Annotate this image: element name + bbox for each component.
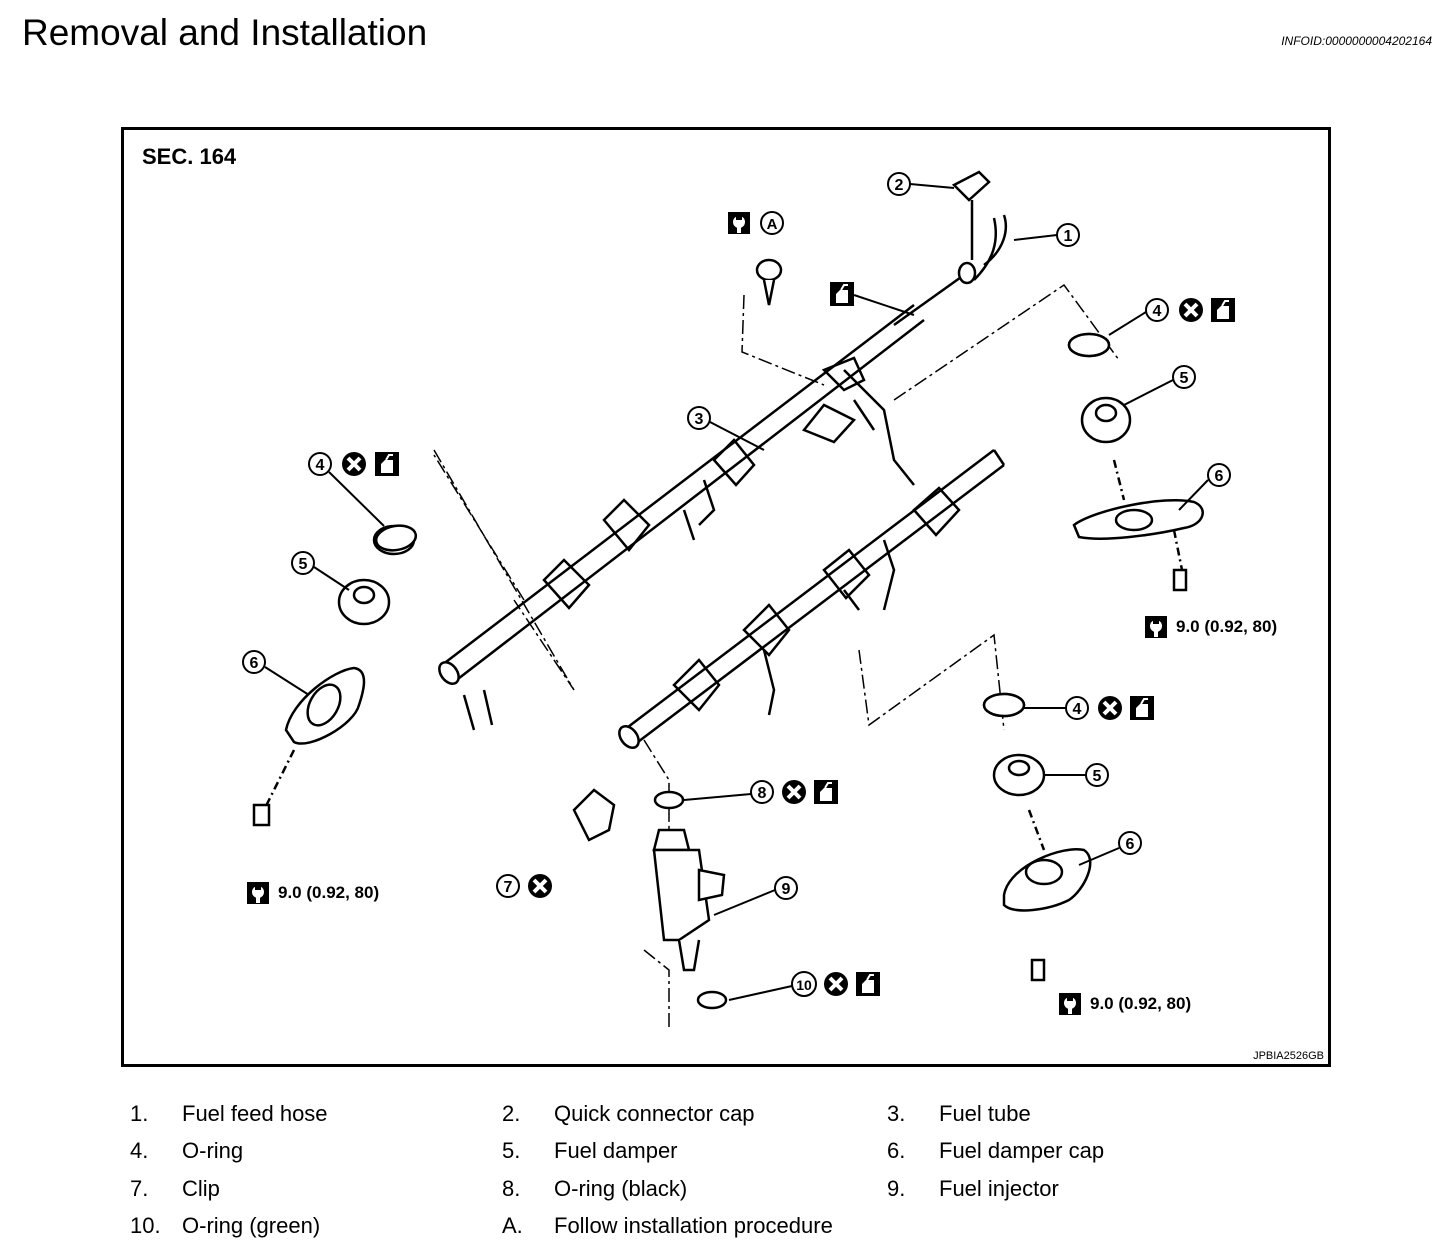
svg-text:5: 5 <box>1180 370 1189 387</box>
callout-9 <box>713 876 798 916</box>
o-rings <box>374 332 1111 718</box>
legend-number: 3. <box>887 1101 906 1126</box>
page-title: Removal and Installation <box>22 12 428 53</box>
exploded-view-figure: 2 1 3 4 5 6 4 <box>121 127 1331 1067</box>
legend-number: 2. <box>502 1101 521 1126</box>
svg-text:6: 6 <box>1215 468 1224 485</box>
legend-number: 1. <box>130 1101 149 1126</box>
callout-4-right-top <box>1108 298 1169 336</box>
legend-label: Fuel damper <box>554 1138 678 1163</box>
fuel-tube-right <box>618 369 1006 749</box>
torque-spec-right-top: 9.0 (0.92, 80) <box>1176 617 1278 636</box>
svg-text:7: 7 <box>504 879 513 896</box>
svg-text:5: 5 <box>299 556 308 573</box>
callout-6-right-top <box>1178 463 1231 511</box>
svg-text:10: 10 <box>796 977 812 993</box>
fuel-injector-assembly <box>572 788 728 1010</box>
legend-label: Quick connector cap <box>554 1101 755 1126</box>
legend-number: 4. <box>130 1138 149 1163</box>
legend-label: O-ring (green) <box>182 1213 321 1238</box>
diagram-svg: 2 1 3 4 5 6 4 <box>242 170 1236 1030</box>
legend-label: Fuel feed hose <box>182 1101 328 1126</box>
legend-label: Clip <box>182 1176 220 1201</box>
callout-4-left <box>308 452 385 527</box>
legend-label: Follow installation procedure <box>554 1213 833 1238</box>
callout-6-right-bottom <box>1078 831 1142 866</box>
torque-spec-right-bottom: 9.0 (0.92, 80) <box>1090 994 1192 1013</box>
svg-text:9: 9 <box>782 881 791 898</box>
callout-6-left <box>242 650 310 696</box>
leader-lines <box>433 283 1120 1030</box>
fuel-tube-left <box>438 304 925 731</box>
callout-7 <box>496 874 520 898</box>
svg-text:6: 6 <box>250 655 259 672</box>
svg-text:2: 2 <box>895 177 904 194</box>
legend-number: 5. <box>502 1138 521 1163</box>
callout-10 <box>728 971 817 1001</box>
svg-text:A: A <box>767 216 778 233</box>
torque-spec-left: 9.0 (0.92, 80) <box>278 883 380 902</box>
svg-text:3: 3 <box>695 411 704 428</box>
info-id: INFOID:0000000004202164 <box>1281 34 1432 48</box>
svg-text:4: 4 <box>1073 701 1082 718</box>
fuel-damper-right-bottom <box>982 692 1092 982</box>
legend-label: Fuel injector <box>939 1176 1059 1201</box>
legend-number: 9. <box>887 1176 906 1201</box>
callout-5-left <box>291 551 350 591</box>
section-label: SEC. 164 <box>142 144 237 169</box>
fuel-damper-right-top <box>1067 332 1204 592</box>
svg-text:4: 4 <box>316 457 325 474</box>
callout-a <box>760 211 784 235</box>
legend-number: 7. <box>130 1176 149 1201</box>
svg-text:5: 5 <box>1093 768 1102 785</box>
legend-number: 6. <box>887 1138 906 1163</box>
legend-number: 8. <box>502 1176 521 1201</box>
svg-text:4: 4 <box>1153 303 1162 320</box>
callout-4-right-bottom <box>1024 696 1089 720</box>
quick-connector-cap <box>951 170 991 260</box>
fuel-feed-hose <box>893 214 1008 327</box>
legend-label: O-ring <box>182 1138 244 1163</box>
legend-number: 10. <box>130 1213 161 1238</box>
bolt-a <box>755 258 783 306</box>
callout-1 <box>1013 223 1080 247</box>
legend-number: A. <box>502 1213 523 1238</box>
legend-label: O-ring (black) <box>554 1176 688 1201</box>
legend-label: Fuel damper cap <box>939 1138 1105 1163</box>
svg-text:6: 6 <box>1126 836 1135 853</box>
callout-5-right-bottom <box>1044 763 1109 787</box>
callout-5-right-top <box>1123 365 1196 406</box>
svg-text:8: 8 <box>758 785 767 802</box>
svg-text:1: 1 <box>1064 228 1073 245</box>
callout-8 <box>683 780 774 804</box>
callout-2 <box>887 172 955 196</box>
legend-label: Fuel tube <box>939 1101 1031 1126</box>
callout-3 <box>687 406 765 451</box>
image-code: JPBIA2526GB <box>1253 1050 1324 1062</box>
